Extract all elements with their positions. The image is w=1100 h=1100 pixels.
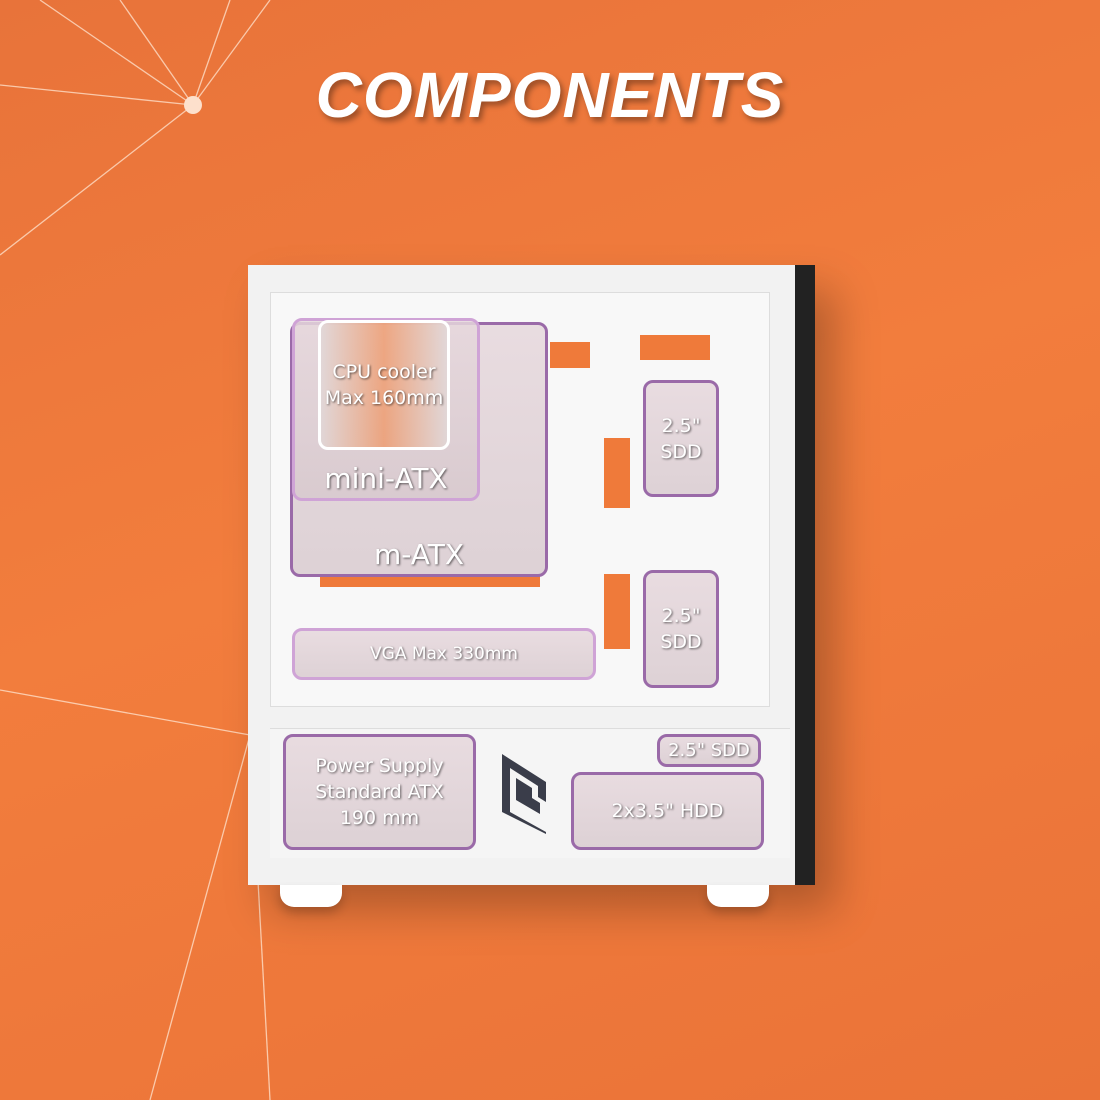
ssd-bottom-label: 2.5" SDD	[668, 739, 750, 761]
node-dot	[184, 96, 202, 114]
ssd-type: SDD	[660, 631, 702, 653]
hdd-label: 2x3.5" HDD	[611, 800, 724, 822]
ssd-slot-middle: 2.5" SDD	[643, 570, 719, 688]
side-panel	[795, 265, 815, 885]
cutout	[640, 335, 710, 360]
psu-label: Power Supply	[315, 755, 444, 777]
case-foot-left	[280, 885, 342, 907]
psu-standard: Standard ATX	[315, 781, 444, 803]
cutout	[550, 342, 590, 368]
cpu-cooler-area: CPU cooler Max 160mm	[318, 320, 450, 450]
ssd-slot-top: 2.5" SDD	[643, 380, 719, 497]
psu-area: Power Supply Standard ATX 190 mm	[283, 734, 476, 850]
psu-length: 190 mm	[339, 807, 420, 829]
vga-label: VGA Max 330mm	[370, 644, 518, 664]
ssd-size: 2.5"	[661, 605, 701, 627]
brand-logo-icon	[502, 754, 546, 834]
page-title: COMPONENTS	[315, 59, 785, 131]
cpu-cooler-label: CPU cooler	[332, 361, 436, 383]
ssd-size: 2.5"	[661, 414, 701, 437]
mini-atx-label: mini-ATX	[324, 462, 448, 495]
cutout	[604, 574, 630, 649]
case-foot-right	[707, 885, 769, 907]
cutout	[604, 438, 630, 508]
hdd-area: 2x3.5" HDD	[571, 772, 764, 850]
cutout	[320, 575, 540, 587]
vga-area: VGA Max 330mm	[292, 628, 596, 680]
ssd-slot-bottom: 2.5" SDD	[657, 734, 761, 767]
m-atx-label: m-ATX	[373, 538, 465, 571]
ssd-type: SDD	[660, 440, 702, 463]
cpu-cooler-max-label: Max 160mm	[324, 387, 444, 409]
